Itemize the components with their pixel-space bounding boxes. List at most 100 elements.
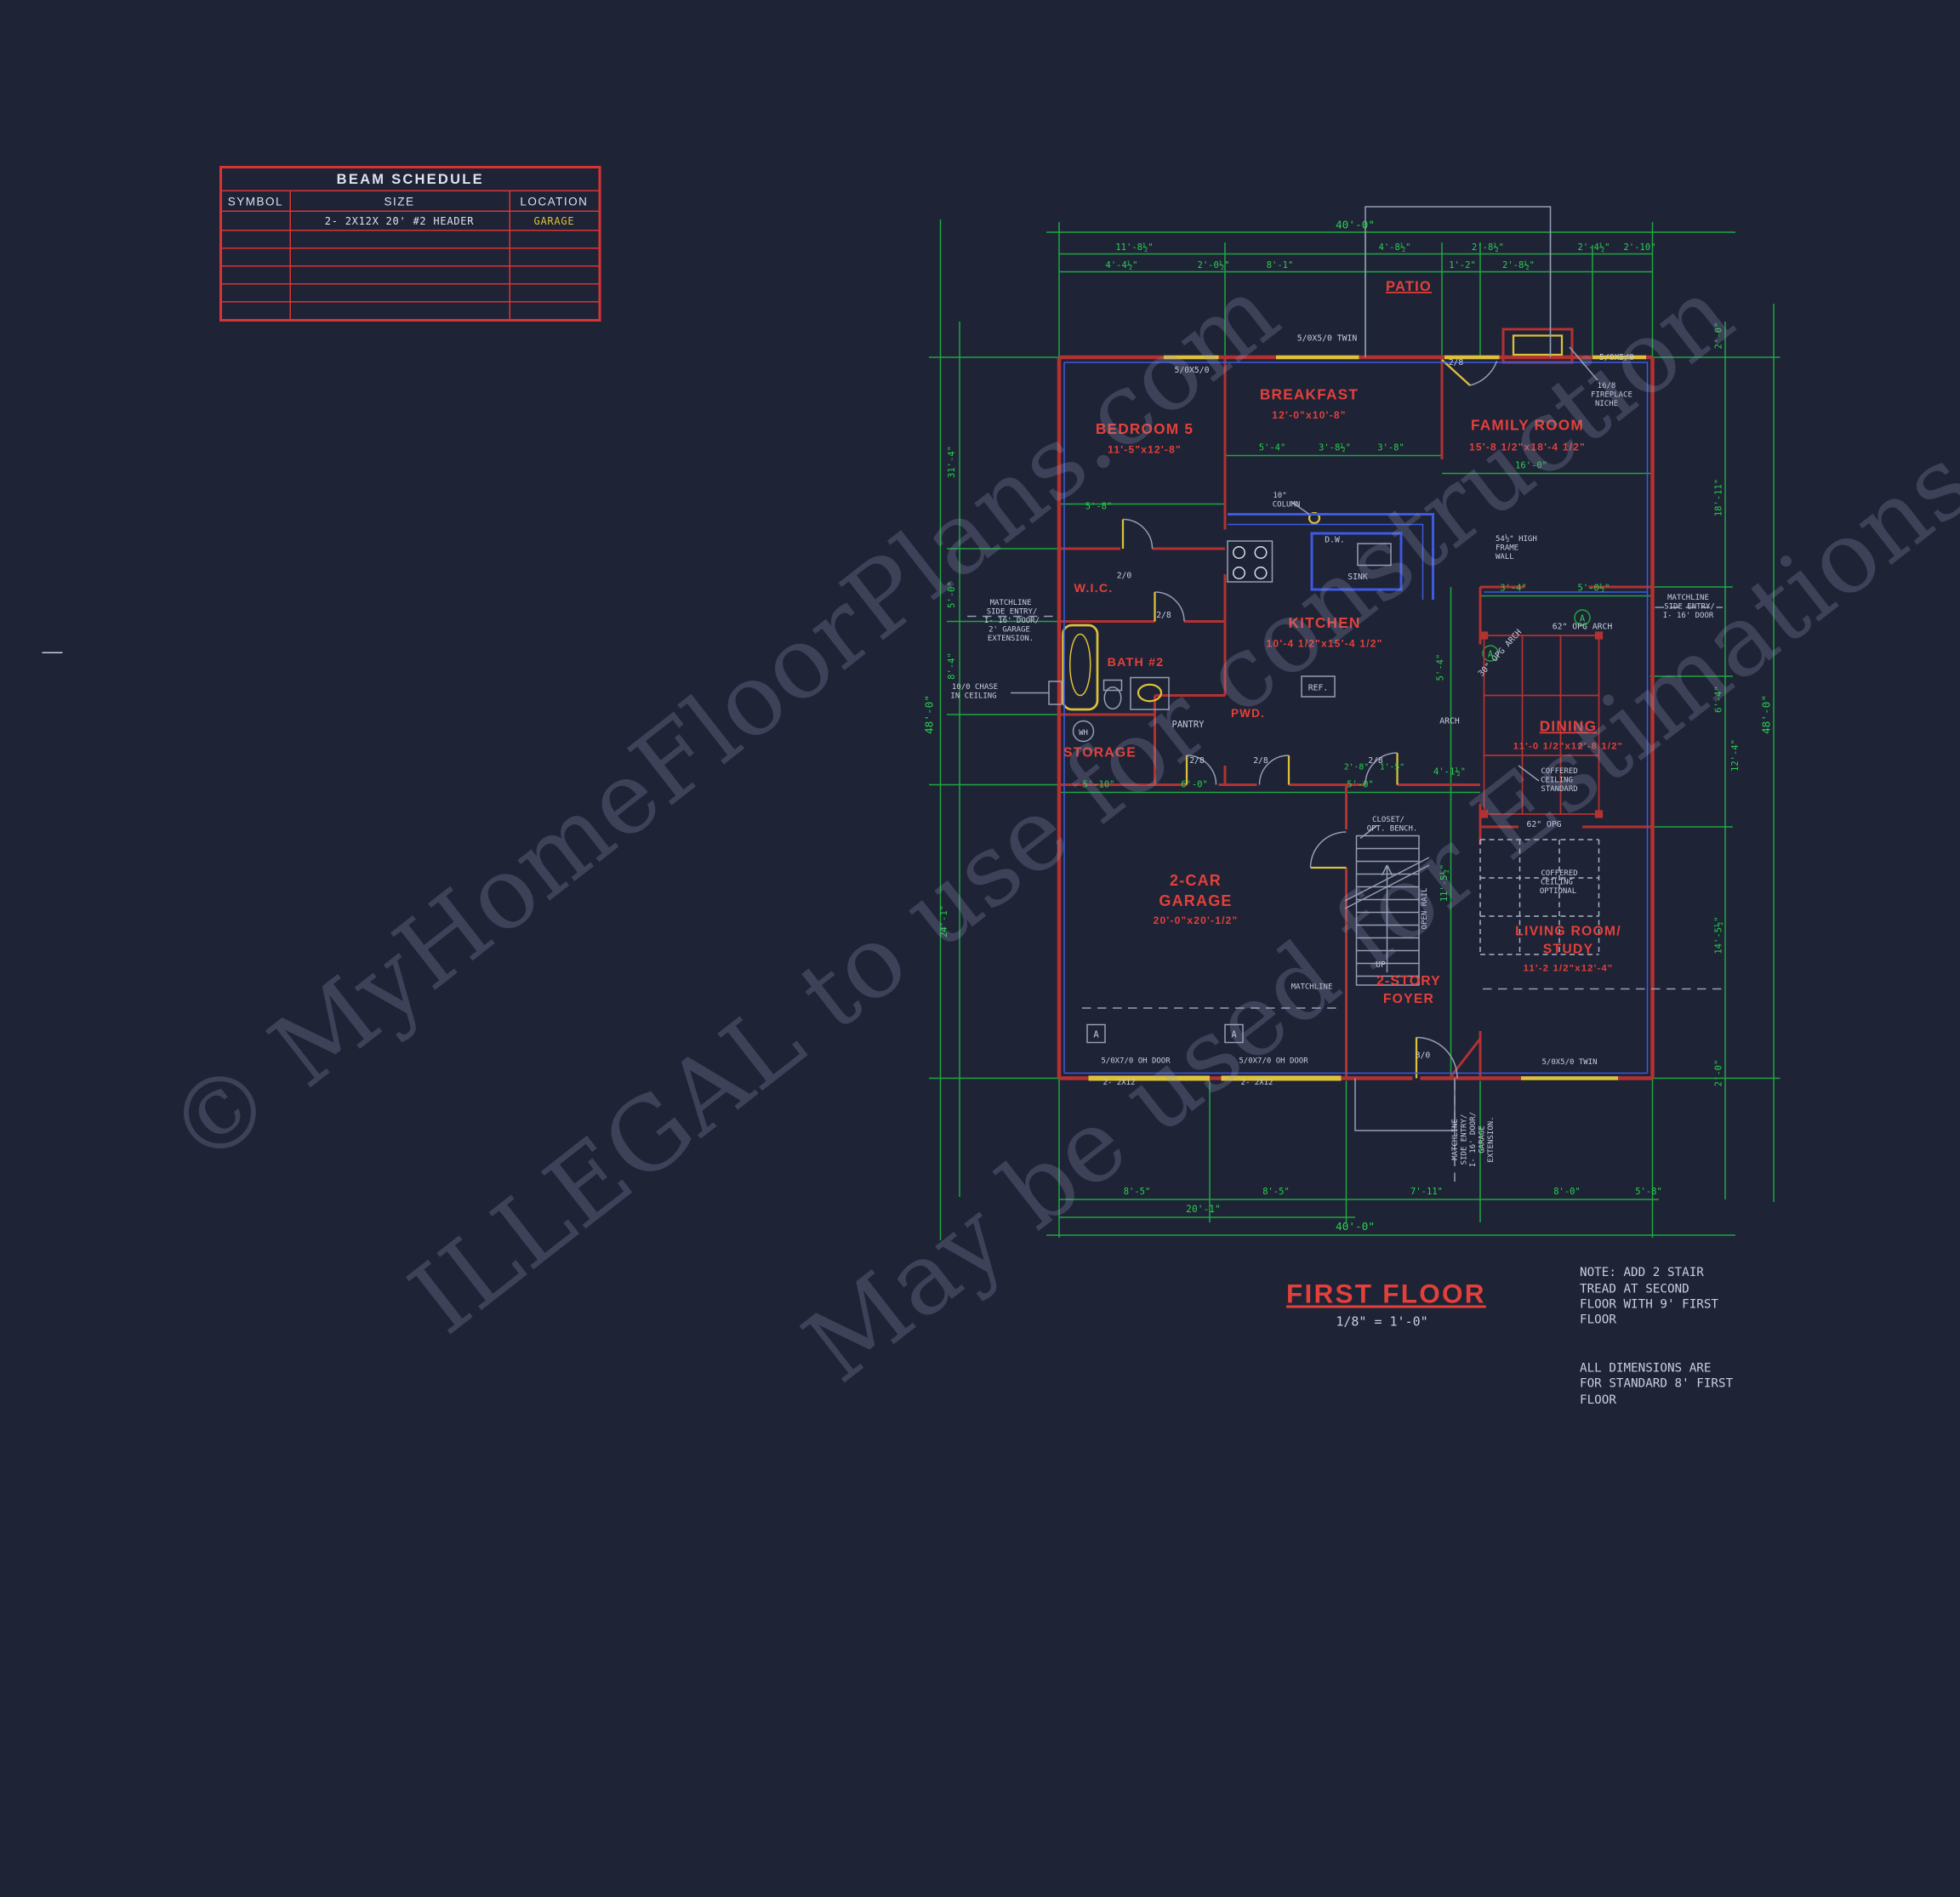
arch-symbol-circle	[1574, 609, 1591, 626]
plan-notes: NOTE: ADD 2 STAIR TREAD AT SECOND FLOOR …	[1580, 1250, 1765, 1441]
plan-label: 2'-0"	[1714, 1060, 1724, 1087]
plan-label: 54½" HIGH	[1496, 534, 1537, 544]
plan-label: 3'-8"	[1377, 443, 1404, 453]
plan-label: 5'-0"	[947, 581, 957, 608]
plan-label: 2/0	[1117, 572, 1132, 581]
door-swings	[1122, 361, 1498, 1079]
plan-label: D.W.	[1325, 536, 1344, 545]
plan-label: PATIO	[1386, 279, 1432, 294]
plan-label: I- 16' DOOR/	[1469, 1112, 1478, 1167]
coffered-grid-living	[1479, 839, 1600, 955]
plan-label: 5'-4"	[1259, 443, 1286, 453]
arch-symbol-circle	[1482, 645, 1499, 662]
floor-plan-drawing: 40'-0"11'-8½"4'-8½"2'-8½"2'-4½"2'-10"4'-…	[924, 206, 1781, 1240]
plan-label: BEDROOM 5	[1096, 420, 1194, 437]
plan-label: WALL	[1496, 553, 1514, 561]
toilet	[1103, 686, 1122, 709]
plan-label: KITCHEN	[1288, 614, 1360, 631]
plan-label: 8'-5"	[1124, 1187, 1151, 1197]
plan-label: W.I.C.	[1074, 582, 1114, 595]
plan-label: 15'-8 1/2"x18'-4 1/2"	[1469, 441, 1586, 453]
plan-label: 10/0 CHASE	[952, 683, 998, 692]
beam-schedule-table: BEAM SCHEDULE SYMBOL SIZE LOCATION 2- 2X…	[219, 166, 601, 322]
plan-label: EXTENSION.	[988, 635, 1034, 643]
plan-label: 2/8	[1253, 756, 1268, 766]
plan-label: DINING	[1540, 718, 1598, 735]
plan-label: 2/8	[1156, 611, 1171, 620]
sink-oval	[1137, 683, 1163, 703]
plan-label: 20'-1"	[1186, 1204, 1221, 1215]
plan-label: 5/0X5/0	[1599, 353, 1634, 362]
plan-label: 8'-1"	[1267, 260, 1294, 271]
plan-label: 5'-0"	[1347, 780, 1374, 790]
plan-label: 31'-4"	[947, 446, 957, 478]
plan-label: 5/0X5/0 TWIN	[1297, 334, 1358, 344]
plan-label: 4'-4½"	[1106, 260, 1138, 271]
plan-label: 12'-4"	[1730, 739, 1741, 772]
plan-label: FIREPLACE	[1591, 391, 1632, 400]
plan-text-layer: 40'-0"11'-8½"4'-8½"2'-8½"2'-4½"2'-10"4'-…	[924, 219, 1774, 1234]
plan-label: 2/8	[1368, 756, 1383, 766]
plan-label: PWD.	[1231, 707, 1265, 720]
plan-label: FOYER	[1383, 992, 1434, 1006]
vanity	[1130, 676, 1170, 710]
plan-label: SIDE ENTRY/	[987, 608, 1038, 617]
plan-label: 8'-4"	[947, 652, 957, 680]
plan-label: PANTRY	[1172, 720, 1205, 730]
plan-label: GARAGE	[1159, 892, 1232, 909]
plan-label: 2-CAR	[1170, 872, 1222, 889]
coffered-grid-dining	[1479, 631, 1604, 818]
plan-label: 2'-0½"	[1198, 260, 1230, 271]
plan-label: REF.	[1308, 684, 1328, 693]
plan-label: BATH #2	[1108, 656, 1165, 669]
plan-label: 5/0X5/0	[1174, 366, 1209, 375]
note-standard-dimensions: ALL DIMENSIONS ARE FOR STANDARD 8' FIRST…	[1580, 1361, 1734, 1408]
plan-label: MATCHLINE	[1291, 983, 1333, 992]
porch-outline	[1354, 1078, 1456, 1131]
water-heater	[1072, 720, 1095, 743]
plan-label: 5'-10"	[1083, 780, 1115, 790]
plan-label: 5'-0½"	[1578, 584, 1610, 594]
plan-label: BREAKFAST	[1260, 386, 1359, 403]
plan-label: 2-STORY	[1376, 974, 1441, 988]
plan-label: 2/8	[1449, 358, 1464, 367]
blueprint-canvas: 40'-0"11'-8½"4'-8½"2'-8½"2'-4½"2'-10"4'-…	[42, 166, 1960, 1441]
plan-label: 40'-0"	[1336, 1221, 1375, 1233]
plan-label: 2'-4½"	[1578, 242, 1610, 253]
plan-label: 2' GARAGE	[989, 626, 1030, 635]
cabinets-blue	[1063, 362, 1649, 1074]
beam-symbol-cell	[219, 210, 291, 231]
note-stair-tread: NOTE: ADD 2 STAIR TREAD AT SECOND FLOOR …	[1580, 1266, 1719, 1328]
plan-label: 12'-0"x10'-8"	[1272, 409, 1346, 421]
beam-size-cell: 2- 2X12X 20' #2 HEADER	[288, 210, 510, 231]
dimension-lines	[929, 219, 1781, 1240]
plan-label: 8'-5"	[1262, 1187, 1290, 1197]
plan-label: 1'-5"	[1380, 763, 1404, 772]
plan-label: 5'-8"	[1085, 502, 1113, 512]
plan-label: 1'-2"	[1449, 260, 1476, 271]
beam-schedule-header-location: LOCATION	[508, 190, 601, 212]
walls-interior	[1059, 357, 1653, 1080]
cooktop	[1227, 540, 1273, 583]
plan-label: 3'-8½"	[1319, 443, 1351, 453]
plan-label: EXTENSION.	[1487, 1116, 1496, 1162]
plan-label: 8'-0"	[1553, 1187, 1581, 1197]
drawing-title-block: FIRST FLOOR 1/8" = 1'-0"	[1286, 1280, 1484, 1330]
left-margin-tick	[42, 652, 63, 653]
drawing-scale: 1/8" = 1'-0"	[1336, 1315, 1428, 1330]
plan-label: 11'-5½"	[1439, 864, 1450, 902]
matchlines	[967, 607, 1723, 1184]
beam-schedule-empty-row	[219, 301, 601, 322]
beam-schedule-empty-row	[219, 283, 601, 303]
plan-label: MATCHLINE	[990, 599, 1032, 607]
beam-schedule-row: 2- 2X12X 20' #2 HEADER GARAGE	[219, 210, 601, 231]
plan-label: IN CEILING	[950, 692, 996, 701]
plan-label: 4'-1½"	[1433, 767, 1466, 778]
plan-label: CEILING	[1541, 777, 1573, 785]
plan-label: 62" OPG ARCH	[1553, 623, 1613, 632]
plan-label: CLOSET/	[1372, 816, 1404, 824]
plan-label: 14'-5½"	[1714, 916, 1724, 954]
plan-label: 5'-4"	[1436, 654, 1446, 681]
plan-label: 2'-8½"	[1472, 242, 1504, 253]
plan-label: 5/0X5/0 TWIN	[1541, 1058, 1597, 1067]
